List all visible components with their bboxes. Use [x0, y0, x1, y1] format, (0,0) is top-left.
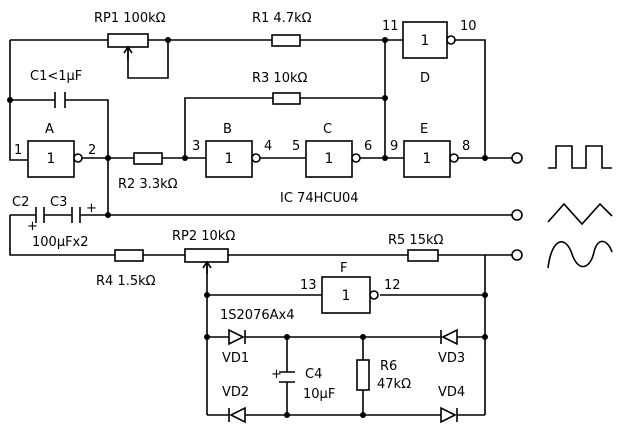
- pin-8-label: 8: [462, 139, 470, 154]
- capacitors: [35, 92, 295, 383]
- vd1-diode: [228, 328, 245, 346]
- output-terminals: [511, 152, 523, 261]
- gate-d-label: D: [420, 71, 430, 86]
- svg-text:1: 1: [47, 151, 56, 167]
- gate-labels: A B C D E F: [45, 71, 430, 276]
- sine-wave-icon: [547, 240, 613, 269]
- square-wave-icon: [548, 145, 612, 169]
- r4-label: R4 1.5kΩ: [96, 274, 156, 289]
- waveform-icons: [547, 145, 613, 269]
- rp1-label: RP1 100kΩ: [94, 11, 166, 26]
- c3-label: C3: [50, 195, 67, 210]
- rp2-wiper-arrow: [202, 260, 212, 274]
- r5-label: R5 15kΩ: [388, 233, 444, 248]
- vd1-label: VD1: [222, 351, 249, 366]
- pin-labels: 1 2 3 4 5 6 8 9 10 11 12 13: [14, 19, 477, 293]
- c1-capacitor: [54, 92, 66, 108]
- gate-a-label: A: [45, 122, 54, 137]
- r3-resistor: [272, 92, 301, 105]
- pin-13-label: 13: [300, 278, 317, 293]
- r6-label: R6: [380, 359, 397, 374]
- r2-label: R2 3.3kΩ: [118, 177, 178, 192]
- pin-1-label: 1: [14, 143, 22, 158]
- pin-6-label: 6: [364, 139, 372, 154]
- gate-b: 1: [205, 140, 261, 178]
- c4-capacitor: [279, 371, 295, 383]
- svg-text:1: 1: [342, 288, 351, 304]
- vd2-diode: [229, 406, 246, 424]
- pin-10-label: 10: [460, 19, 477, 34]
- c3-plus-mark: +: [86, 201, 97, 216]
- junction-dots: [7, 37, 488, 418]
- r6-value-label: 47kΩ: [377, 377, 411, 392]
- r4-resistor: [114, 249, 144, 262]
- vd3-label: VD3: [438, 351, 465, 366]
- gate-f: 1: [321, 276, 379, 314]
- pin-2-label: 2: [88, 143, 96, 158]
- c4-value-label: 10μF: [303, 387, 335, 402]
- r1-resistor: [271, 34, 301, 47]
- pin-11-label: 11: [382, 19, 399, 34]
- rp1-wiper-arrow: [123, 45, 133, 60]
- c4-plus-mark: +: [271, 367, 282, 382]
- pin-12-label: 12: [384, 278, 401, 293]
- polarity-marks: + + +: [27, 201, 282, 382]
- gate-f-label: F: [340, 261, 347, 276]
- ic-label: IC 74HCU04: [280, 191, 359, 206]
- pin-5-label: 5: [292, 139, 300, 154]
- vd3-diode: [441, 328, 458, 346]
- svg-text:1: 1: [225, 151, 234, 167]
- svg-text:1: 1: [423, 151, 432, 167]
- r6-resistor: [356, 359, 370, 391]
- r3-label: R3 10kΩ: [252, 71, 308, 86]
- rp2-label: RP2 10kΩ: [172, 229, 235, 244]
- gate-d: 1: [402, 21, 456, 59]
- pin-4-label: 4: [264, 139, 272, 154]
- svg-text:1: 1: [325, 151, 334, 167]
- pin-3-label: 3: [192, 139, 200, 154]
- rp1-resistor: [107, 33, 149, 48]
- sine-wave-terminal: [511, 249, 523, 261]
- gate-b-label: B: [223, 122, 232, 137]
- rp2-resistor: [184, 248, 229, 263]
- c3-capacitor: [71, 207, 81, 223]
- vd2-label: VD2: [222, 385, 249, 400]
- resistors: [107, 33, 439, 391]
- triangle-wave-terminal: [511, 209, 523, 221]
- pin-9-label: 9: [390, 139, 398, 154]
- gate-e: 1: [403, 140, 459, 178]
- c1-label: C1<1μF: [30, 69, 82, 84]
- component-labels: RP1 100kΩ R1 4.7kΩ R3 10kΩ C1<1μF R2 3.3…: [12, 11, 465, 402]
- c2-plus-mark: +: [27, 219, 38, 234]
- gate-e-label: E: [420, 122, 428, 137]
- square-wave-terminal: [511, 152, 523, 164]
- diodes: [228, 328, 458, 424]
- r2-resistor: [133, 152, 163, 165]
- vd4-label: VD4: [438, 385, 465, 400]
- gate-a: 1: [27, 140, 83, 178]
- gate-c-label: C: [323, 122, 332, 137]
- c2-label: C2: [12, 195, 29, 210]
- inverter-gates: 1 1 1 1 1 1: [27, 21, 459, 314]
- r5-resistor: [407, 249, 439, 262]
- wires: [9, 39, 512, 416]
- r1-label: R1 4.7kΩ: [252, 11, 312, 26]
- triangle-wave-icon: [547, 202, 613, 226]
- vd4-diode: [440, 406, 457, 424]
- c23-value-label: 100μFx2: [32, 235, 89, 250]
- c4-label: C4: [305, 367, 322, 382]
- c2-capacitor: [35, 207, 45, 223]
- diodes-label: 1S2076Ax4: [220, 308, 294, 323]
- gate-c: 1: [305, 140, 361, 178]
- svg-text:1: 1: [421, 33, 430, 49]
